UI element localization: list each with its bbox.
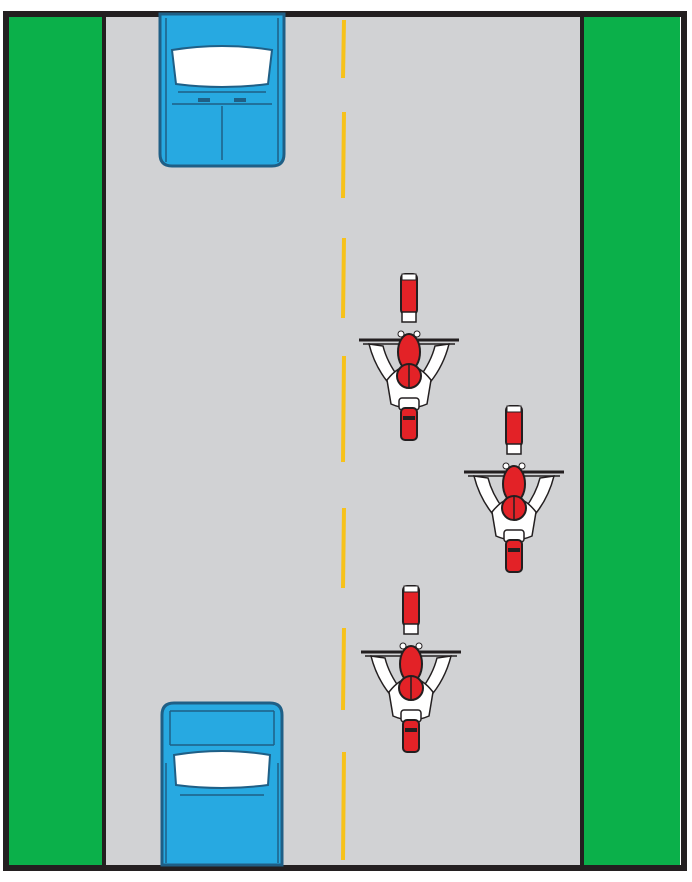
motorcycle-part — [507, 406, 521, 412]
motorcycle-part — [414, 331, 420, 337]
motorcycle-part — [519, 463, 525, 469]
motorcycle-part — [403, 416, 415, 420]
center-line-dash — [343, 20, 344, 78]
center-line-dash — [343, 112, 344, 198]
motorcycle-part — [416, 643, 422, 649]
center-line-dash — [343, 752, 344, 860]
center-line-dash — [343, 238, 344, 318]
motorcycle-part — [503, 463, 509, 469]
motorcycle-part — [405, 728, 417, 732]
motorcycle-part — [403, 720, 419, 752]
motorcycle-part — [402, 312, 416, 322]
center-line-dash — [343, 508, 344, 588]
motorcycle-part — [400, 643, 406, 649]
center-line-dash — [343, 628, 344, 710]
motorcycle-part — [404, 586, 418, 592]
motorcycle-part — [508, 548, 520, 552]
motorcycle-part — [398, 331, 404, 337]
motorcycle-part — [401, 408, 417, 440]
motorcycle-part — [404, 624, 418, 634]
left-grass — [8, 17, 104, 865]
motorcycle-part — [402, 274, 416, 280]
motorcycle-part — [506, 540, 522, 572]
top-car — [160, 14, 284, 166]
motorcycle-part — [507, 444, 521, 454]
bottom-car — [162, 703, 282, 865]
center-line-dash — [343, 356, 344, 462]
right-grass — [582, 17, 680, 865]
